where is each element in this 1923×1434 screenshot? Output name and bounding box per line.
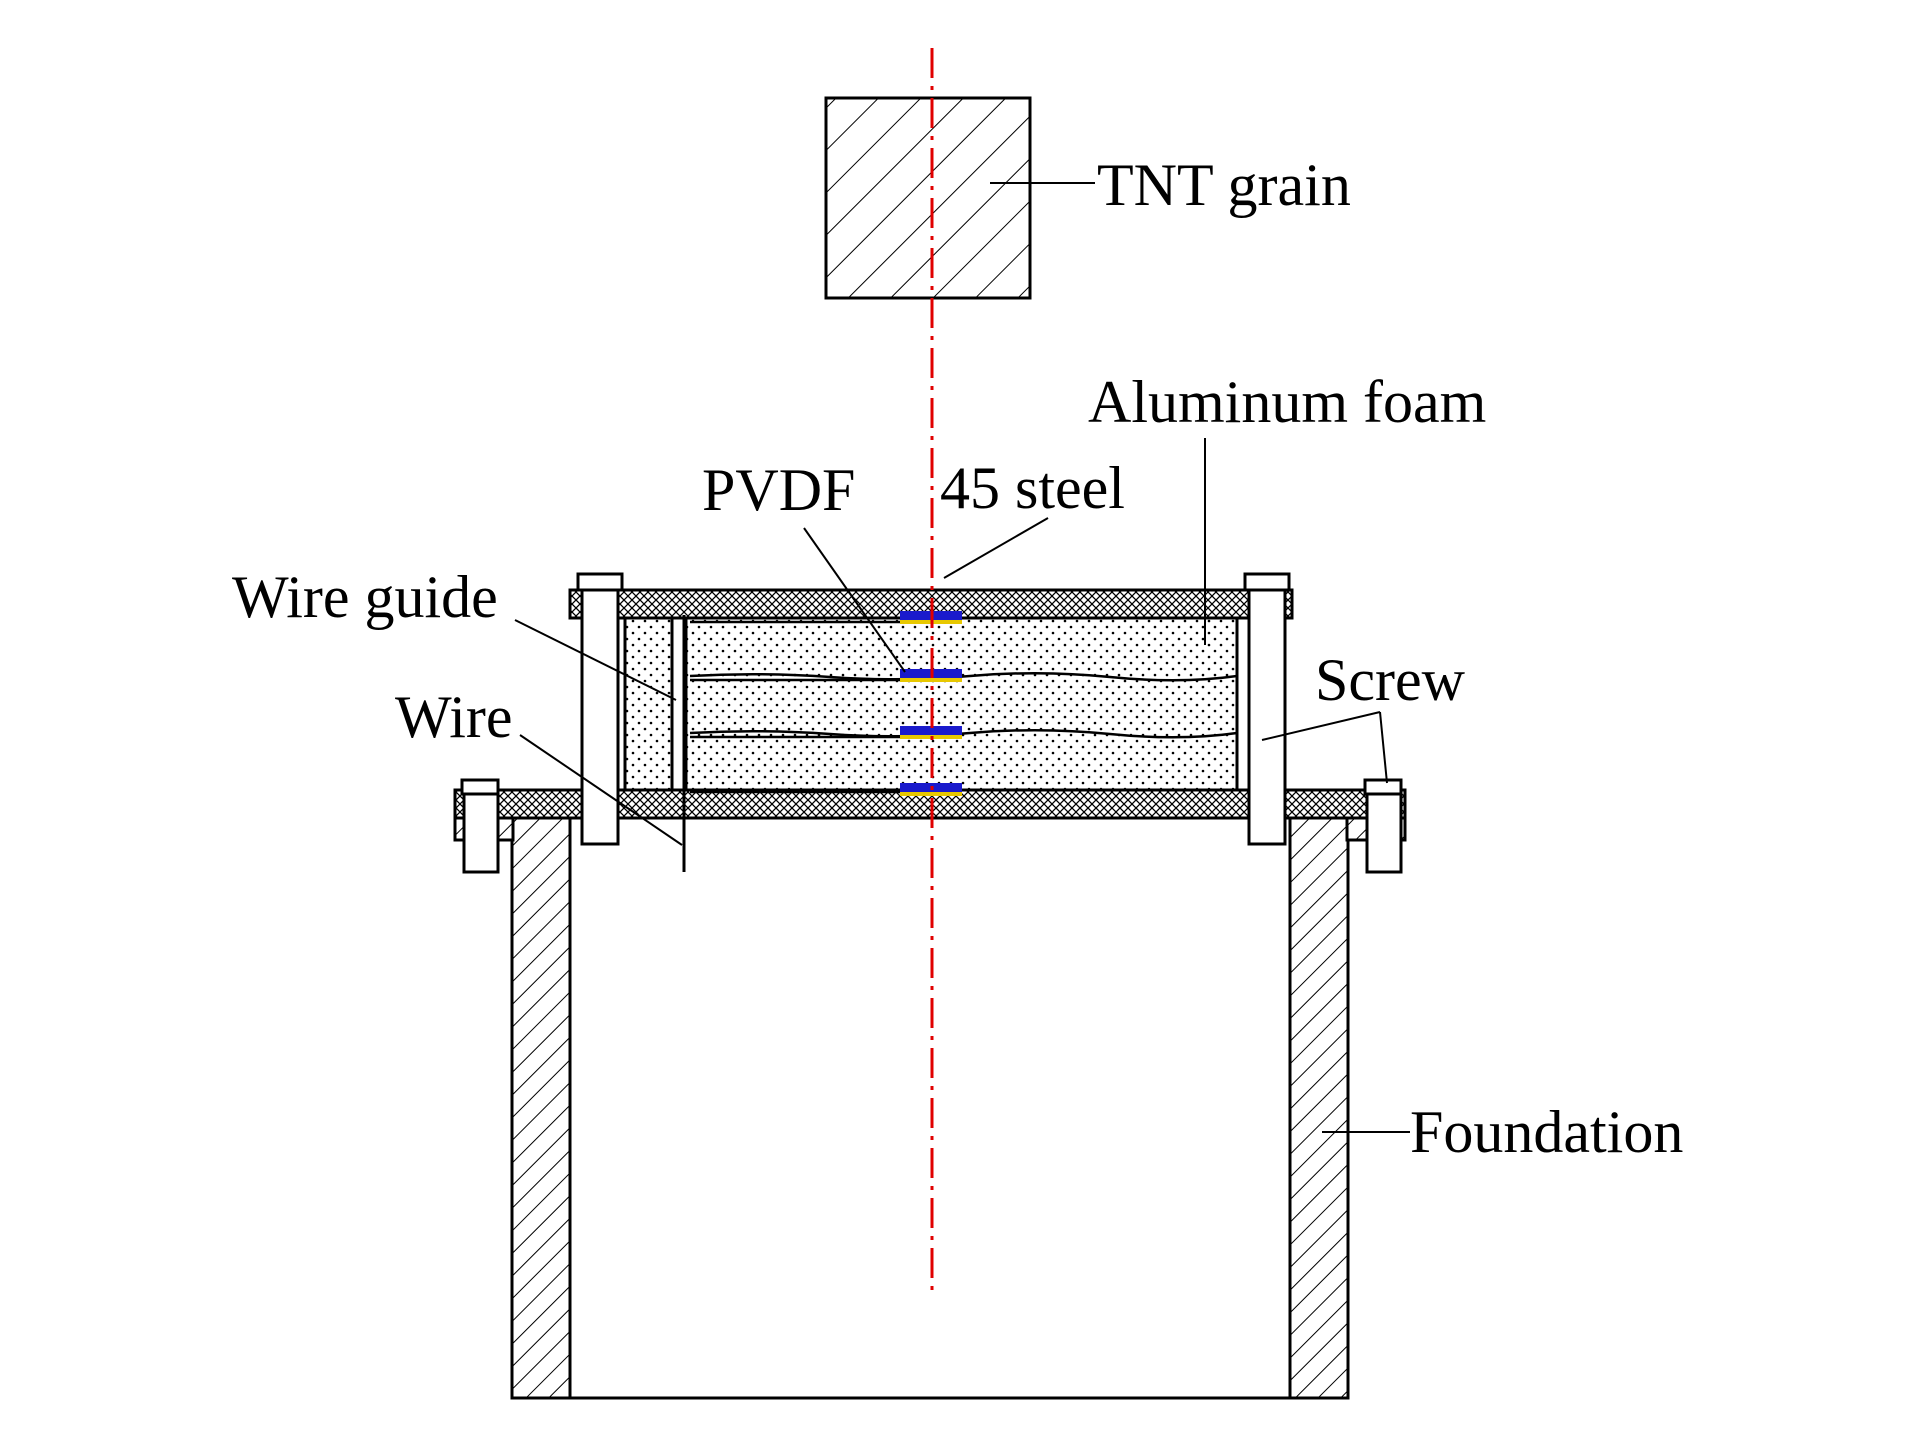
foundation-right-wall [1288,816,1350,1400]
label-aluminum-foam: Aluminum foam [1088,369,1486,435]
leader-screw-main [1261,711,1381,741]
leader-lines [514,182,1410,1133]
label-tnt-grain: TNT grain [1097,152,1351,218]
tnt-grain-block [824,96,1032,300]
screw-left [576,572,624,846]
pvdf-sensor-3 [900,726,962,735]
flange-screw-right [1363,778,1403,874]
label-wire-guide: Wire guide [232,564,498,630]
leader-wire [519,734,683,846]
leader-wire-guide [514,619,677,701]
leader-steel [943,517,1049,579]
screw-right [1243,572,1291,846]
leader-screw-flange [1379,711,1388,784]
leader-pvdf [803,527,906,673]
label-screw: Screw [1315,647,1466,713]
label-foundation: Foundation [1410,1099,1683,1165]
flange-screw-left [460,778,500,874]
pvdf-backing-2 [900,678,962,682]
foundation-left-wall [510,816,572,1400]
label-45-steel: 45 steel [940,455,1125,521]
foam-layer-separators [689,672,1238,792]
pvdf-backing-4 [900,792,962,796]
label-wire: Wire [395,684,513,750]
label-pvdf: PVDF [702,457,855,523]
